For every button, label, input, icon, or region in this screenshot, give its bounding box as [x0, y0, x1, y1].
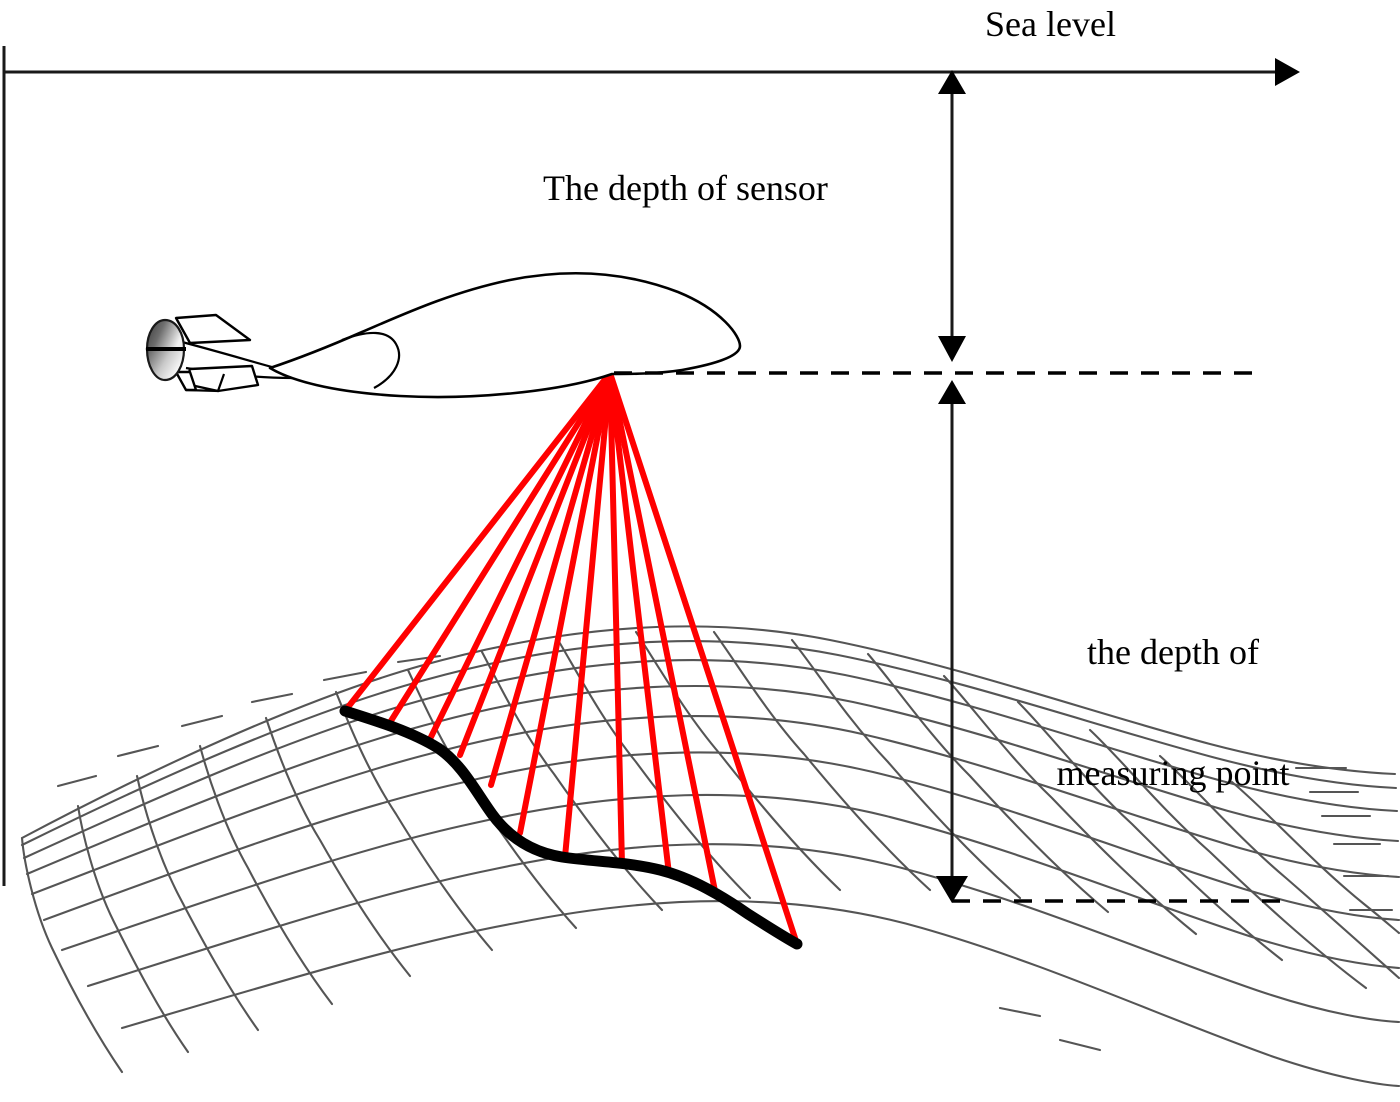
depth-of-sensor-label: The depth of sensor — [543, 168, 828, 208]
arrow-up-icon-2 — [938, 380, 966, 404]
beam-2 — [386, 370, 613, 727]
beam-9 — [607, 370, 672, 877]
depth-of-measuring-point-line-1: the depth of — [1087, 631, 1259, 672]
auv-vehicle — [145, 271, 742, 399]
auv-tail-boom-upper — [181, 340, 273, 369]
beam-6 — [517, 370, 613, 836]
arrow-right-icon — [1275, 58, 1300, 86]
depth-of-sensor-dimension — [938, 70, 966, 362]
seafloor-mesh — [20, 625, 1400, 1088]
axes-group — [2, 46, 1300, 886]
beam-7 — [562, 370, 613, 860]
depth-of-measuring-point-label: the depth of measuring point — [1033, 551, 1313, 874]
arrow-down-icon-2 — [936, 876, 968, 903]
auv-fin-bottom-edge — [185, 373, 226, 393]
auv-fin-top — [174, 313, 252, 345]
swath-footprint-curve — [339, 705, 803, 950]
sonar-beam-fan — [342, 370, 800, 947]
depth-of-measuring-point-dimension — [936, 380, 968, 903]
auv-body-seam — [341, 331, 401, 389]
beam-5 — [488, 370, 613, 788]
beam-8 — [607, 370, 625, 867]
beam-3 — [426, 370, 613, 744]
beam-10 — [607, 370, 718, 894]
propeller-icon-lower — [145, 347, 186, 382]
arrow-up-icon — [938, 70, 966, 94]
sea-level-label: Sea level — [985, 4, 1116, 44]
auv-hull — [268, 271, 742, 399]
beam-4 — [457, 370, 613, 758]
arrow-down-icon — [938, 336, 966, 362]
depth-of-measuring-point-line-2: measuring point — [1056, 752, 1290, 793]
beam-1 — [342, 370, 613, 714]
beam-11 — [607, 370, 800, 947]
